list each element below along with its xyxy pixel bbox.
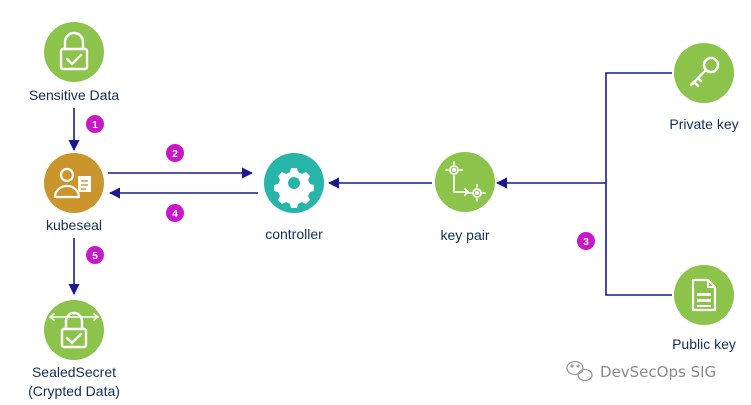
node-kubeseal: kubeseal (44, 153, 104, 233)
lock-check-icon (59, 31, 89, 71)
node-key-pair: key pair (435, 152, 495, 243)
label-kubeseal: kubeseal (46, 217, 102, 233)
connectors (68, 72, 672, 296)
node-public-key: Public key (672, 265, 736, 352)
gears-flow-icon (445, 161, 486, 202)
wechat-icon (566, 360, 593, 382)
gear-icon (274, 168, 314, 208)
step-badge-4: 4 (166, 204, 184, 222)
label-sealed-secret: SealedSecret (32, 364, 116, 380)
label-key-pair: key pair (440, 227, 489, 243)
label-sensitive-data: Sensitive Data (29, 87, 119, 103)
node-controller: controller (264, 153, 324, 242)
sublabel-sealed-secret: (Crypted Data) (28, 383, 120, 399)
node-sensitive-data: Sensitive Data (29, 22, 119, 103)
step-badge-2: 2 (166, 144, 184, 162)
label-controller: controller (265, 226, 323, 242)
watermark-text: DevSecOps SIG (600, 363, 716, 381)
svg-text:1: 1 (92, 120, 98, 131)
node-sealed-secret: SealedSecret (Crypted Data) (28, 300, 120, 399)
step-badges: 1 2 3 4 5 (86, 115, 595, 264)
label-public-key: Public key (672, 336, 736, 352)
key-icon (689, 56, 720, 88)
file-document-icon (691, 278, 717, 312)
bracket-keys (605, 72, 672, 296)
label-private-key: Private key (669, 116, 738, 132)
step-badge-1: 1 (86, 115, 104, 133)
lock-expand-icon (49, 311, 99, 349)
node-private-key: Private key (669, 43, 739, 132)
svg-text:4: 4 (172, 209, 178, 220)
user-document-icon (53, 167, 91, 199)
watermark: DevSecOps SIG (566, 360, 716, 382)
svg-text:3: 3 (583, 237, 589, 248)
step-badge-5: 5 (86, 246, 104, 264)
svg-text:2: 2 (172, 149, 178, 160)
step-badge-3: 3 (577, 232, 595, 250)
svg-text:5: 5 (92, 251, 98, 262)
